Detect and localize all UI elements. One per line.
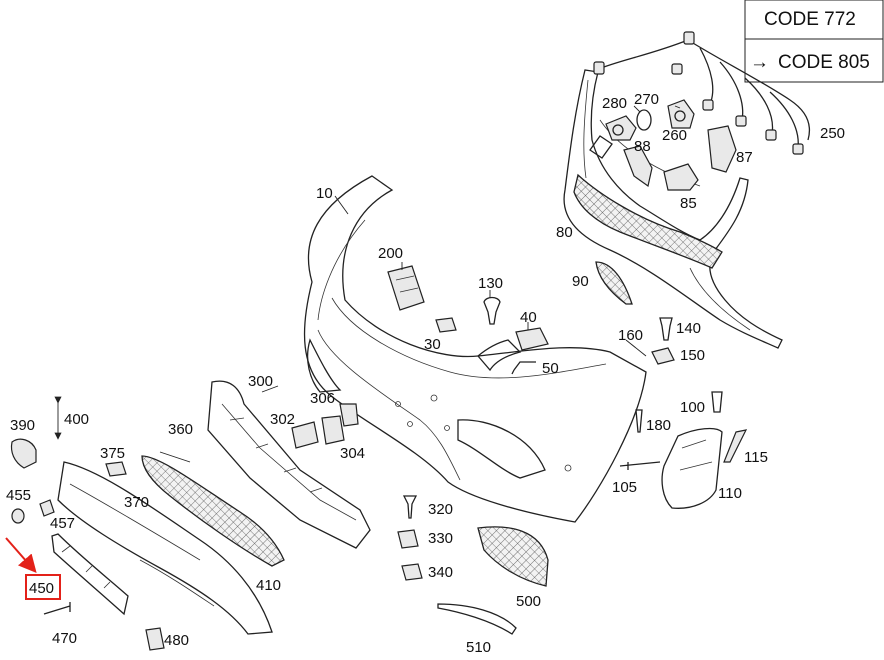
sensor-bracket-200 [387,265,425,311]
license-plate-bracket-450 [51,533,129,616]
lower-grille-410 [141,455,285,567]
callout-250: 250 [820,125,845,142]
tow-cover-and-clips [10,438,165,651]
callout-130: 130 [478,275,503,292]
callout-280: 280 [602,95,627,112]
callout-375: 375 [100,445,125,462]
highlight-450 [5,537,61,600]
callout-304: 304 [340,445,365,462]
callout-90: 90 [572,273,589,290]
callout-100: 100 [680,399,705,416]
callout-360: 360 [168,421,193,438]
callout-400: 400 [64,411,89,428]
grille-insert-90 [595,261,633,305]
callout-85: 85 [680,195,697,212]
callout-330: 330 [428,530,453,547]
code-arrow: → [750,52,769,73]
callout-510: 510 [466,639,491,656]
callout-260: 260 [662,127,687,144]
callout-457: 457 [50,515,75,532]
callout-labels: 10 30 40 50 80 85 87 88 90 100 105 110 1… [6,91,845,656]
callout-40: 40 [520,309,537,326]
callout-340: 340 [428,564,453,581]
callout-105: 105 [612,479,637,496]
callout-87: 87 [736,149,753,166]
fender-bracket-110 [619,391,748,509]
side-brackets [291,403,359,449]
callout-180: 180 [646,417,671,434]
callout-320: 320 [428,501,453,518]
small-fasteners [435,296,675,375]
bumper-cover [303,175,647,523]
callout-306: 306 [310,390,335,407]
callout-370: 370 [124,494,149,511]
impact-absorber-300 [207,380,371,549]
callout-200: 200 [378,245,403,262]
callout-302: 302 [270,411,295,428]
code-772-label: CODE 772 [764,9,856,30]
callout-115: 115 [744,449,768,466]
upper-grille-assembly [563,69,783,349]
callout-88: 88 [634,138,651,155]
callout-10: 10 [316,185,333,202]
callout-30: 30 [424,336,441,353]
code-805-label: CODE 805 [778,52,870,73]
callout-300: 300 [248,373,273,390]
parking-sensors [605,99,737,191]
callout-80: 80 [556,224,573,241]
callout-390: 390 [10,417,35,434]
wiring-harness [593,31,811,155]
leader-lines [54,105,681,463]
code-box: CODE 772 → CODE 805 [744,0,884,83]
callout-150: 150 [680,347,705,364]
callout-160: 160 [618,327,643,344]
callout-480: 480 [164,632,189,649]
callout-270: 270 [634,91,659,108]
callout-455: 455 [6,487,31,504]
callout-470: 470 [52,630,77,647]
callout-450: 450 [29,580,54,597]
screws [397,495,423,581]
fog-lamp-grille-500 [437,526,549,635]
front-spoiler-370 [57,461,273,635]
callout-110: 110 [718,485,742,502]
callout-50: 50 [542,360,559,377]
callout-410: 410 [256,577,281,594]
callout-500: 500 [516,593,541,610]
callout-140: 140 [676,320,701,337]
